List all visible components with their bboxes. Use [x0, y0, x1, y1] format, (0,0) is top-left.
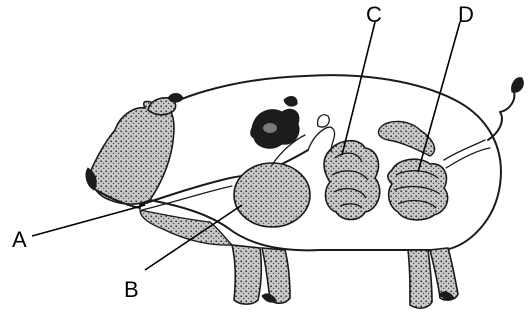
front-leg-left — [232, 245, 261, 304]
pig-tail — [488, 92, 514, 140]
duct-loop — [318, 115, 330, 127]
label-a: A — [12, 227, 27, 252]
label-c: C — [366, 2, 382, 27]
rectum-inner — [446, 148, 490, 168]
rear-leg-left — [408, 250, 432, 308]
colon-loop — [378, 121, 434, 156]
small-intestine — [324, 141, 380, 220]
leader-line-d — [418, 22, 460, 172]
leader-line-a — [32, 205, 145, 236]
heart-top — [284, 97, 297, 107]
stomach — [234, 163, 310, 227]
pig-head — [91, 101, 174, 204]
leader-line-c — [342, 22, 375, 155]
throat-region — [140, 210, 232, 245]
pig-tail-tuft — [512, 78, 524, 93]
heart-highlight — [263, 123, 277, 133]
label-d: D — [458, 2, 474, 27]
label-b: B — [124, 277, 139, 302]
pig-ear-tip — [168, 94, 183, 103]
